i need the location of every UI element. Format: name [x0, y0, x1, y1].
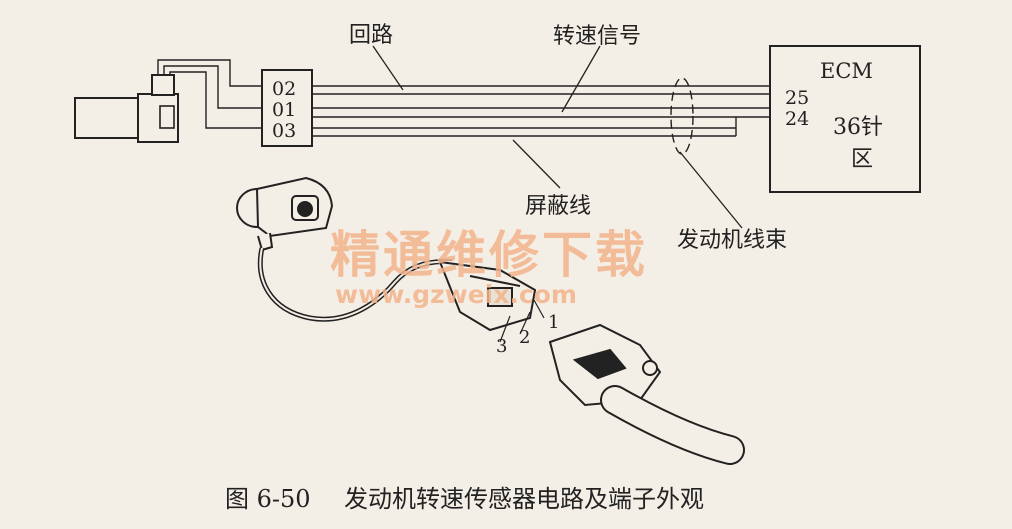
- ecm-pin-25: 25: [785, 87, 809, 109]
- watermark-chinese: 精通维修下载: [330, 226, 648, 284]
- terminal-1: 1: [548, 312, 559, 333]
- harness-bundle-ellipse: [670, 77, 694, 155]
- terminal-leaders: [499, 299, 545, 343]
- watermark-url: www.gzweix.com: [335, 280, 577, 309]
- connector-pin-01: 01: [272, 99, 296, 121]
- terminal-2: 2: [519, 327, 530, 348]
- speed-sensor-illustration: [236, 176, 334, 252]
- sensor-plug-schematic: [74, 74, 179, 143]
- terminal-3: 3: [496, 336, 507, 357]
- leader-lines: [372, 45, 743, 229]
- connector-pin-02: 02: [272, 78, 296, 100]
- plug-to-connector-wires: [157, 59, 262, 129]
- sensor-side-connector: [438, 260, 537, 332]
- caption-text: 发动机转速传感器电路及端子外观: [344, 485, 704, 513]
- harness-side-connector: [548, 323, 662, 407]
- label-loop: 回路: [349, 23, 393, 48]
- harness-wires: [312, 85, 770, 137]
- ecm-zone-line2: 区: [851, 147, 873, 172]
- ecm-box: [769, 45, 921, 193]
- label-speed-signal: 转速信号: [553, 24, 641, 49]
- ecm-zone-line1: 36针: [833, 115, 883, 140]
- caption-number: 图 6-50: [225, 485, 311, 513]
- connector-pin-03: 03: [272, 120, 296, 142]
- intermediate-connector: [261, 69, 313, 147]
- label-shield-wire: 屏蔽线: [525, 194, 591, 219]
- ecm-title: ECM: [820, 59, 873, 83]
- label-engine-harness: 发动机线束: [677, 228, 787, 253]
- ecm-pin-24: 24: [785, 108, 809, 130]
